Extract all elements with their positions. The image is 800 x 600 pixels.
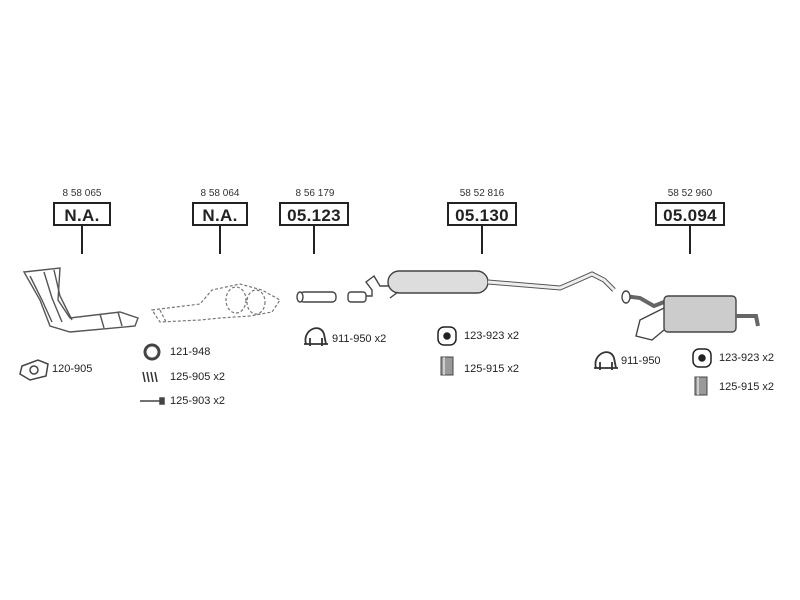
part-label: 911-950 [621, 355, 661, 367]
rubber-mount-icon [437, 326, 457, 346]
part-label: 120-905 [52, 363, 93, 375]
gasket-icon [19, 359, 49, 381]
catalytic-converter-drawing [150, 283, 281, 323]
part-label: 123-923 x2 [719, 352, 775, 364]
hanger-icon [694, 376, 708, 396]
leader-line [689, 226, 691, 254]
clamp-icon [594, 351, 618, 370]
oem-number: 8 58 065 [62, 188, 102, 199]
part-label: 125-915 x2 [464, 363, 520, 375]
rubber-mount-icon [692, 348, 712, 368]
clamp-icon [304, 327, 328, 346]
center-muffler-drawing [347, 270, 616, 303]
ring-icon [143, 343, 161, 361]
leader-line [481, 226, 483, 254]
oem-number: 58 52 816 [459, 188, 505, 199]
oem-number: 8 56 179 [295, 188, 335, 199]
part-label: 123-923 x2 [464, 330, 520, 342]
rear-muffler-drawing [621, 290, 760, 341]
leader-line [219, 226, 221, 254]
part-label: 125-903 x2 [170, 395, 226, 407]
part-code-box[interactable]: 05.123 [279, 202, 349, 226]
oem-number: 8 58 064 [200, 188, 240, 199]
oem-number: 58 52 960 [667, 188, 713, 199]
part-code-box[interactable]: N.A. [53, 202, 111, 226]
leader-line [81, 226, 83, 254]
exhaust-manifold-drawing [22, 267, 139, 333]
part-code-box[interactable]: 05.094 [655, 202, 725, 226]
connecting-pipe-drawing [296, 291, 337, 303]
part-label: 911-950 x2 [332, 333, 387, 345]
part-label: 121-948 [170, 346, 211, 358]
part-code-box[interactable]: N.A. [192, 202, 248, 226]
spring-icon [142, 371, 158, 383]
part-code-box[interactable]: 05.130 [447, 202, 517, 226]
bolt-icon [140, 397, 165, 405]
leader-line [313, 226, 315, 254]
part-label: 125-915 x2 [719, 381, 775, 393]
hanger-icon [440, 356, 454, 376]
part-label: 125-905 x2 [170, 371, 226, 383]
